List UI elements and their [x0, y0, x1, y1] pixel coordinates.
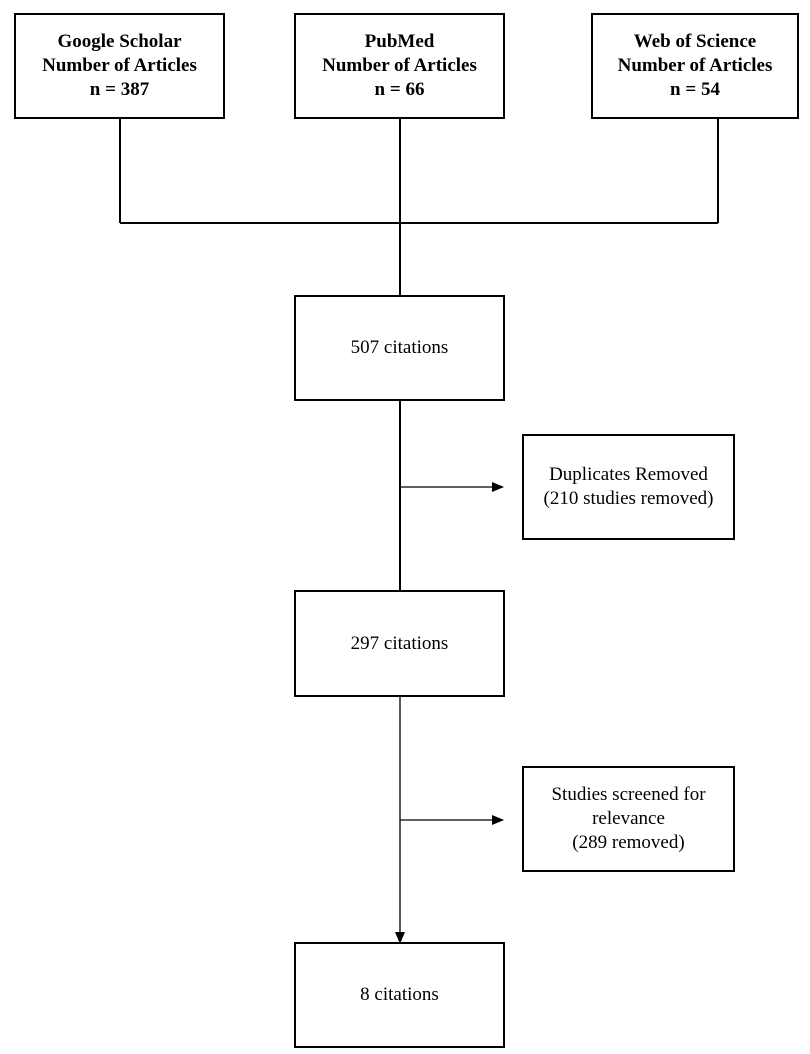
- screening-count: (289 removed): [572, 832, 685, 853]
- duplicates-removed-title: Duplicates Removed: [549, 464, 708, 485]
- source-name: PubMed: [364, 31, 435, 52]
- screening-box: Studies screened for relevance (289 remo…: [522, 766, 735, 872]
- source-name: Google Scholar: [57, 31, 182, 52]
- source-box-web-of-science: Web of Science Number of Articles n = 54: [591, 13, 799, 119]
- final-citations-label: 8 citations: [360, 984, 439, 1005]
- final-citations-box: 8 citations: [294, 942, 505, 1048]
- source-label: Number of Articles: [322, 55, 477, 76]
- source-box-pubmed: PubMed Number of Articles n = 66: [294, 13, 505, 119]
- source-count: n = 66: [374, 79, 425, 100]
- screening-subtitle: relevance: [592, 808, 665, 829]
- duplicates-removed-box: Duplicates Removed (210 studies removed): [522, 434, 735, 540]
- combined-citations-box: 507 citations: [294, 295, 505, 401]
- duplicates-removed-count: (210 studies removed): [543, 488, 714, 509]
- after-duplicates-box: 297 citations: [294, 590, 505, 697]
- combined-citations-label: 507 citations: [350, 337, 449, 358]
- source-count: n = 387: [89, 79, 150, 100]
- source-count: n = 54: [670, 79, 720, 100]
- source-name: Web of Science: [633, 31, 757, 52]
- source-box-google-scholar: Google Scholar Number of Articles n = 38…: [14, 13, 225, 119]
- source-label: Number of Articles: [617, 55, 773, 76]
- source-label: Number of Articles: [42, 55, 197, 76]
- screening-title: Studies screened for: [551, 784, 706, 805]
- after-duplicates-label: 297 citations: [350, 632, 449, 654]
